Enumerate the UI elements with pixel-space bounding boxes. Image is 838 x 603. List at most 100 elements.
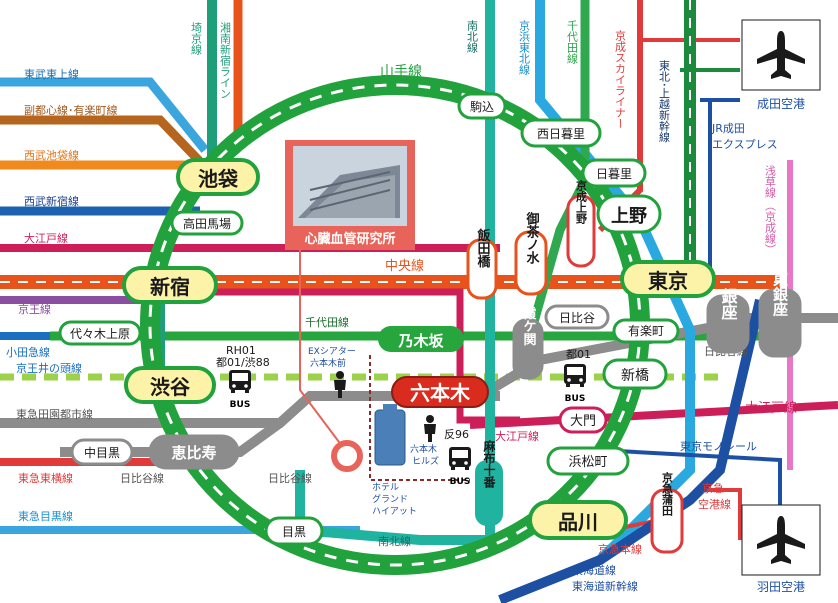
station-komagome: 駒込 (470, 100, 494, 114)
label-keio-inokashira: 京王井の頭線 (16, 361, 82, 375)
station-hamamatsucho: 浜松町 (568, 455, 607, 470)
building-photo (298, 165, 400, 218)
label-saikyo: 埼京線 (190, 21, 203, 55)
hyatt-3: ハイアット (372, 507, 417, 517)
walking-route (369, 355, 470, 481)
label-narita-express-1: JR成田 (711, 122, 745, 135)
label-yamanote: 山手線 (380, 64, 422, 80)
label-chiyoda: 千代田線 (305, 315, 349, 329)
hills-2: ヒルズ (412, 455, 439, 467)
label-oedo-right: 大江戸線 (745, 400, 797, 416)
label-seibu-shinjuku: 西武新宿線 (24, 194, 79, 208)
station-shinagawa: 品川 (558, 510, 598, 534)
station-ginza: 銀座 (719, 287, 739, 321)
oedo-line-mid (469, 401, 838, 429)
person-icon (424, 415, 436, 442)
label-hibiya-a: 日比谷線 (120, 471, 164, 485)
station-shimbashi: 新橋 (621, 368, 649, 384)
narita-label: 成田空港 (757, 97, 805, 111)
label-odakyu: 小田急線 (6, 345, 50, 359)
label-tokaido-1: 東海道線 (572, 563, 616, 577)
label-chuo: 中央線 (385, 258, 424, 274)
station-nippori: 日暮里 (596, 167, 632, 181)
label-tokyu-toyoko: 東急東横線 (18, 471, 73, 485)
station-yurakucho: 有楽町 (628, 324, 664, 338)
label-keio: 京王線 (18, 302, 51, 316)
station-shinjuku: 新宿 (150, 275, 190, 299)
institute-label: 心臓血管研究所 (304, 231, 395, 247)
label-keisei-sky: 京成スカイライナー (614, 29, 627, 129)
route-note-han96: 反96 (444, 428, 469, 441)
route-note-to01b: 都01 (566, 348, 591, 361)
label-oedo-top: 大江戸線 (24, 231, 68, 245)
haneda-airport: 羽田空港 (741, 504, 821, 594)
label-tokyu-meguro: 東急目黒線 (18, 509, 73, 523)
station-shibuya: 渋谷 (150, 375, 191, 399)
station-ikebukuro: 池袋 (198, 167, 239, 191)
station-takadanobaba: 高田馬場 (183, 216, 231, 231)
hyatt-2: グランド (372, 493, 408, 505)
institute-marker (331, 440, 363, 472)
station-azabujuban: 麻布十番 (482, 439, 496, 489)
ex-theater-1: EXシアター (308, 346, 356, 357)
label-asakusa-2: （京成線） (764, 200, 777, 255)
tokaido-line (498, 298, 765, 603)
label-narita-express-2: エクスプレス (712, 138, 778, 151)
bus-label-2: BUS (565, 394, 586, 404)
station-higashiginza: 東銀座 (771, 271, 789, 318)
label-keikyu-airport-2: 空港線 (698, 497, 731, 511)
station-keisei-ueno: 京成上野 (575, 179, 588, 225)
station-roppongi: 六本木 (410, 381, 471, 405)
station-yoyogiuehara: 代々木上原 (70, 327, 130, 341)
station-ochanomizu: 御茶ノ水 (524, 211, 541, 265)
hills-tower (374, 404, 406, 466)
narita-airport: 成田空港 (741, 19, 821, 111)
label-keikyu-airport-1: 京急 (702, 481, 724, 495)
station-ueno: 上野 (611, 206, 647, 227)
institute-photo: 心臓血管研究所 (285, 140, 415, 472)
bus-icon (229, 370, 251, 393)
label-hibiya-b: 日比谷線 (268, 471, 312, 485)
label-tohoku: 東北･上越新幹線 (658, 60, 671, 143)
tobu-tojo-line (0, 77, 209, 153)
label-asakusa-1: 浅草線 (764, 165, 777, 198)
ex-theater-2: 六本木前 (310, 357, 346, 369)
label-shonan: 湘南新宿ライン (219, 21, 232, 99)
station-keikyukamata: 京急蒲田 (661, 471, 674, 517)
hills-1: 六本木 (410, 443, 437, 455)
route-note-to01: 都01/渋88 (216, 356, 270, 369)
station-nogizaka: 乃木坂 (397, 332, 444, 350)
station-meguro: 目黒 (282, 525, 306, 539)
label-monorail: 東京モノレール (680, 439, 757, 453)
vertical-labels: 埼京線 湘南新宿ライン 南北線 京浜東北線 千代田線 京成スカイライナー 東北･… (190, 19, 777, 255)
route-note-rh01: RH01 (226, 344, 256, 357)
label-chiyoda-v: 千代田線 (566, 20, 579, 64)
namboku-line (295, 0, 495, 545)
label-namboku-v: 南北線 (466, 20, 479, 53)
station-tokyo: 東京 (648, 269, 688, 293)
station-ebisu: 恵比寿 (171, 444, 216, 462)
fukutoshin-line (0, 115, 214, 176)
label-namboku-bottom: 南北線 (378, 534, 411, 548)
label-fukutoshin: 副都心線･有楽町線 (24, 103, 118, 117)
label-keihin: 京浜東北線 (518, 19, 531, 75)
label-tokaido-2: 東海道新幹線 (572, 579, 638, 593)
station-iidabashi: 飯田橋 (475, 228, 492, 269)
bus-icon (564, 364, 586, 387)
hyatt-1: ホテル (372, 482, 399, 493)
bus-label-3: BUS (450, 477, 471, 487)
bus-icon (449, 447, 471, 470)
label-tobu-tojo: 東武東上線 (24, 67, 79, 81)
label-oedo-mid: 大江戸線 (495, 429, 539, 443)
station-kasumigaseki: 霞ケ関 (521, 307, 537, 347)
bus-label-1: BUS (230, 400, 251, 410)
haneda-label: 羽田空港 (757, 580, 805, 594)
label-denentoshi: 東急田園都市線 (16, 407, 93, 421)
label-keikyu: 京急本線 (598, 542, 642, 556)
station-nishinippori: 西日暮里 (537, 127, 585, 141)
station-hibiya: 日比谷 (559, 311, 595, 325)
station-daimon: 大門 (570, 414, 596, 429)
label-seibu-ikebukuro: 西武池袋線 (24, 148, 79, 162)
